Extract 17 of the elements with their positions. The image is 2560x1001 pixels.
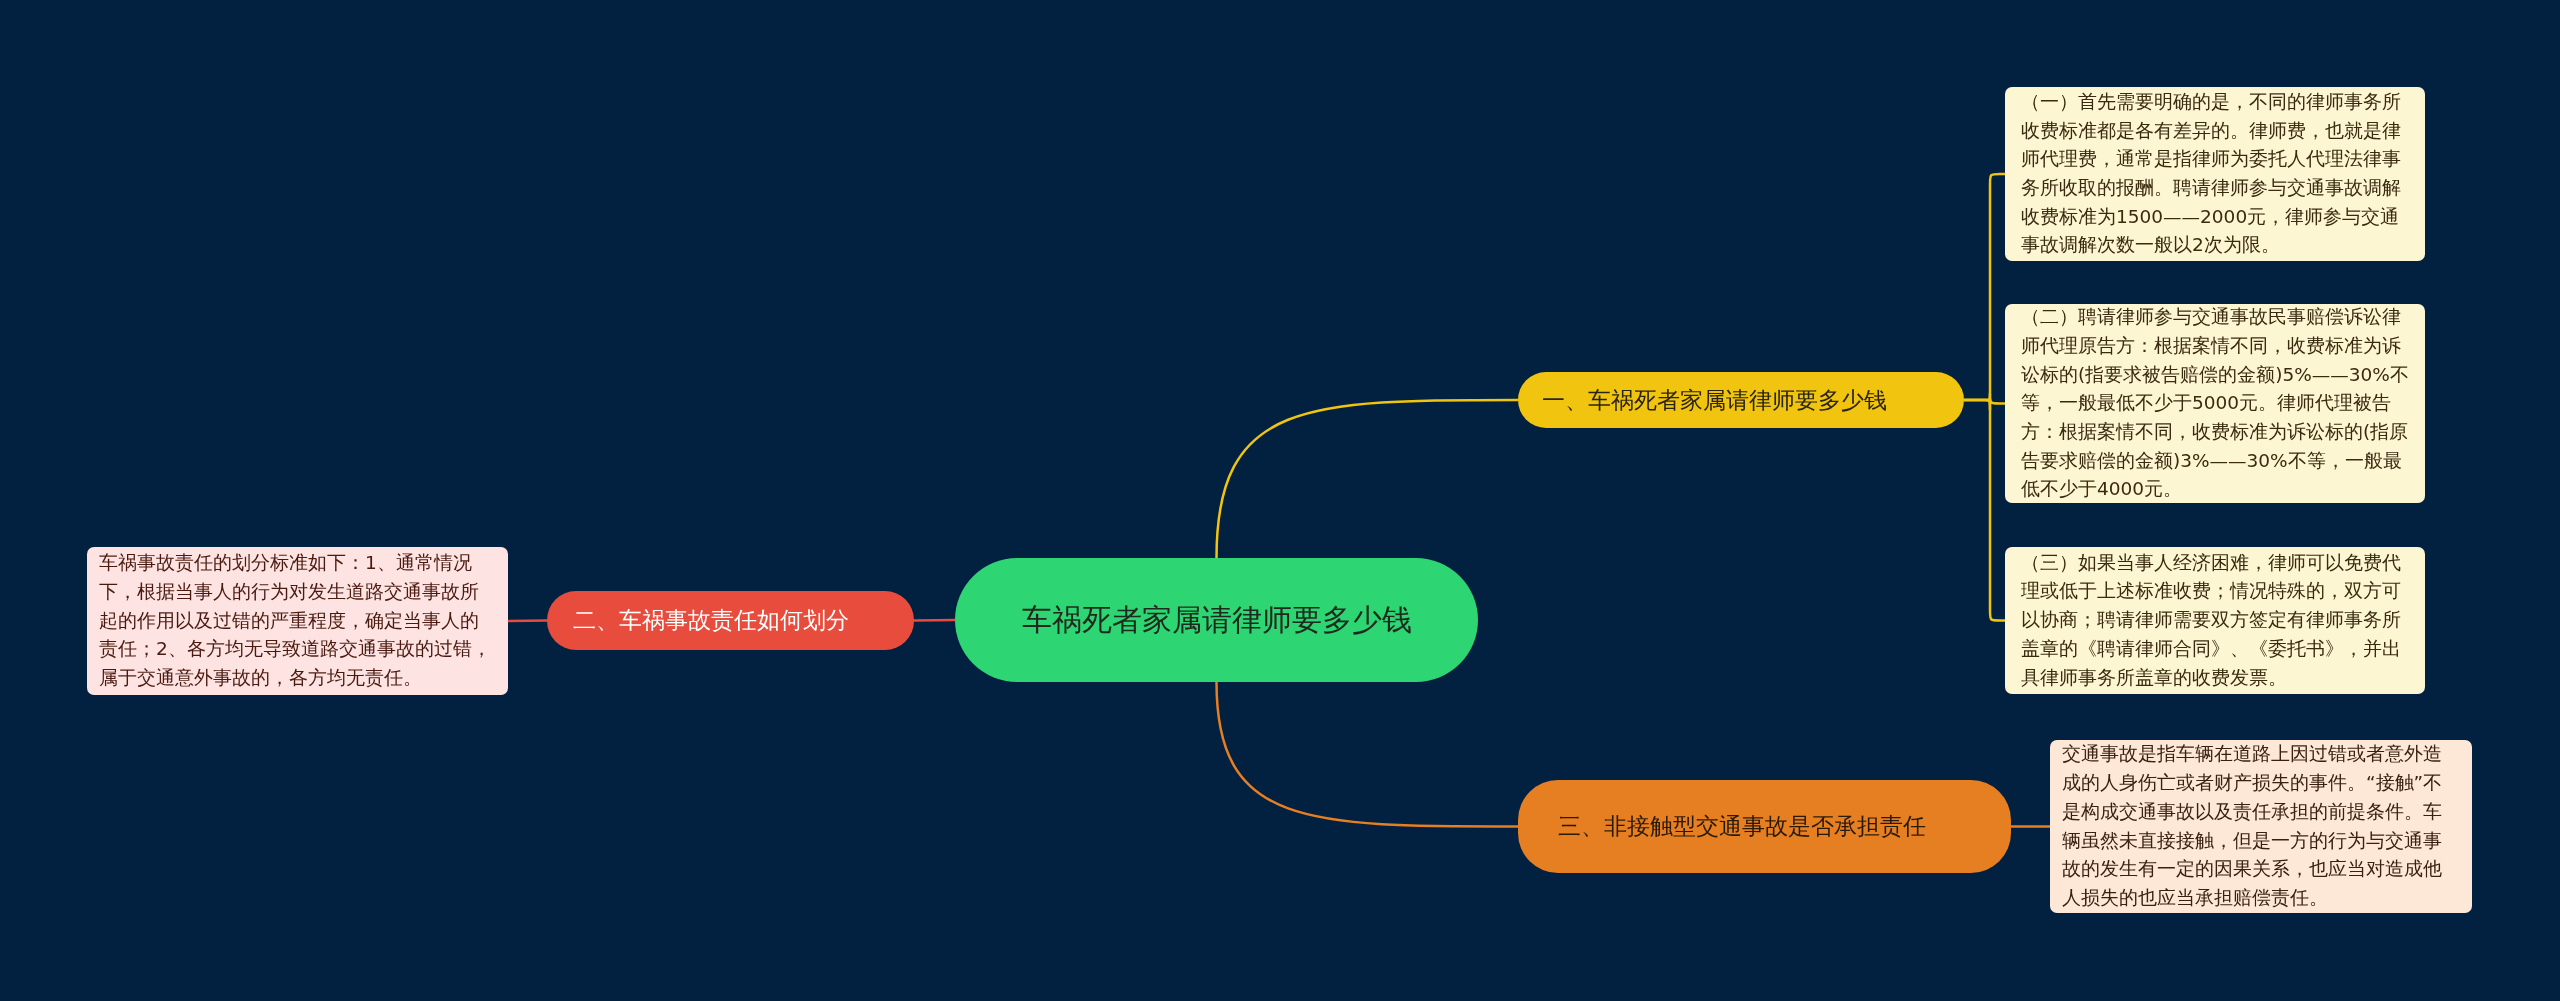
connector-line	[1215, 681, 1518, 828]
connector-line	[508, 619, 547, 623]
connector-line	[1215, 398, 1518, 559]
connector-line	[2011, 825, 2050, 828]
branch-box	[1518, 372, 1964, 428]
note-text: （三）如果当事人经济困难，律师可以免费代理或低于上述标准收费；情况特殊的，双方可以协商；聘请律师需要双方签定有律师事务所盖章的《聘请律师合同》、《委托书》，并出具律师事务所盖章的收费发票。	[2021, 550, 2402, 690]
note-text: （二）聘请律师参与交通事故民事赔偿诉讼律师代理原告方：根据案情不同，收费标准为诉讼标的(指要求被告赔偿的金额)5%——30%不等，一般最低不少于5000元。律师代理被告方：根据案情不同，收费标准为诉讼标的(指原告要求赔偿的金额)3%——30%不等，一般最低不少于4000元。	[2021, 305, 2410, 502]
branch-box	[547, 591, 914, 650]
topic-text: 一、车祸死者家属请律师要多少钱	[1542, 385, 1887, 415]
note-text: （一）首先需要明确的是，不同的律师事务所收费标准都是各有差异的。律师费，也就是律师代理费，通常是指律师为委托人代理法律事务所收取的报酬。聘请律师参与交通事故调解收费标准为1500——2000元，律师参与交通事故调解次数一般以2次为限。	[2021, 90, 2402, 258]
note-text: 车祸事故责任的划分标准如下：1、通常情况下，根据当事人的行为对发生道路交通事故所起的作用以及过错的严重程度，确定当事人的责任；2、各方均无导致道路交通事故的过错，属于交通意外事故的，各方均无责任。	[99, 551, 492, 690]
topic-text: 三、非接触型交通事故是否承担责任	[1558, 812, 1926, 842]
connector-line	[914, 618, 955, 622]
connector-line	[1964, 398, 2005, 622]
topic-text: 二、车祸事故责任如何划分	[573, 606, 849, 636]
note-text: 交通事故是指车辆在道路上因过错或者意外造成的人身伤亡或者财产损失的事件。“接触”不是构成交通事故以及责任承担的前提条件。车辆虽然未直接接触，但是一方的行为与交通事故的发生有一定的因果关系，也应当对造成他人损失的也应当承担赔偿责任。	[2062, 742, 2444, 910]
topic-text: 车祸死者家属请律师要多少钱	[1021, 601, 1412, 639]
